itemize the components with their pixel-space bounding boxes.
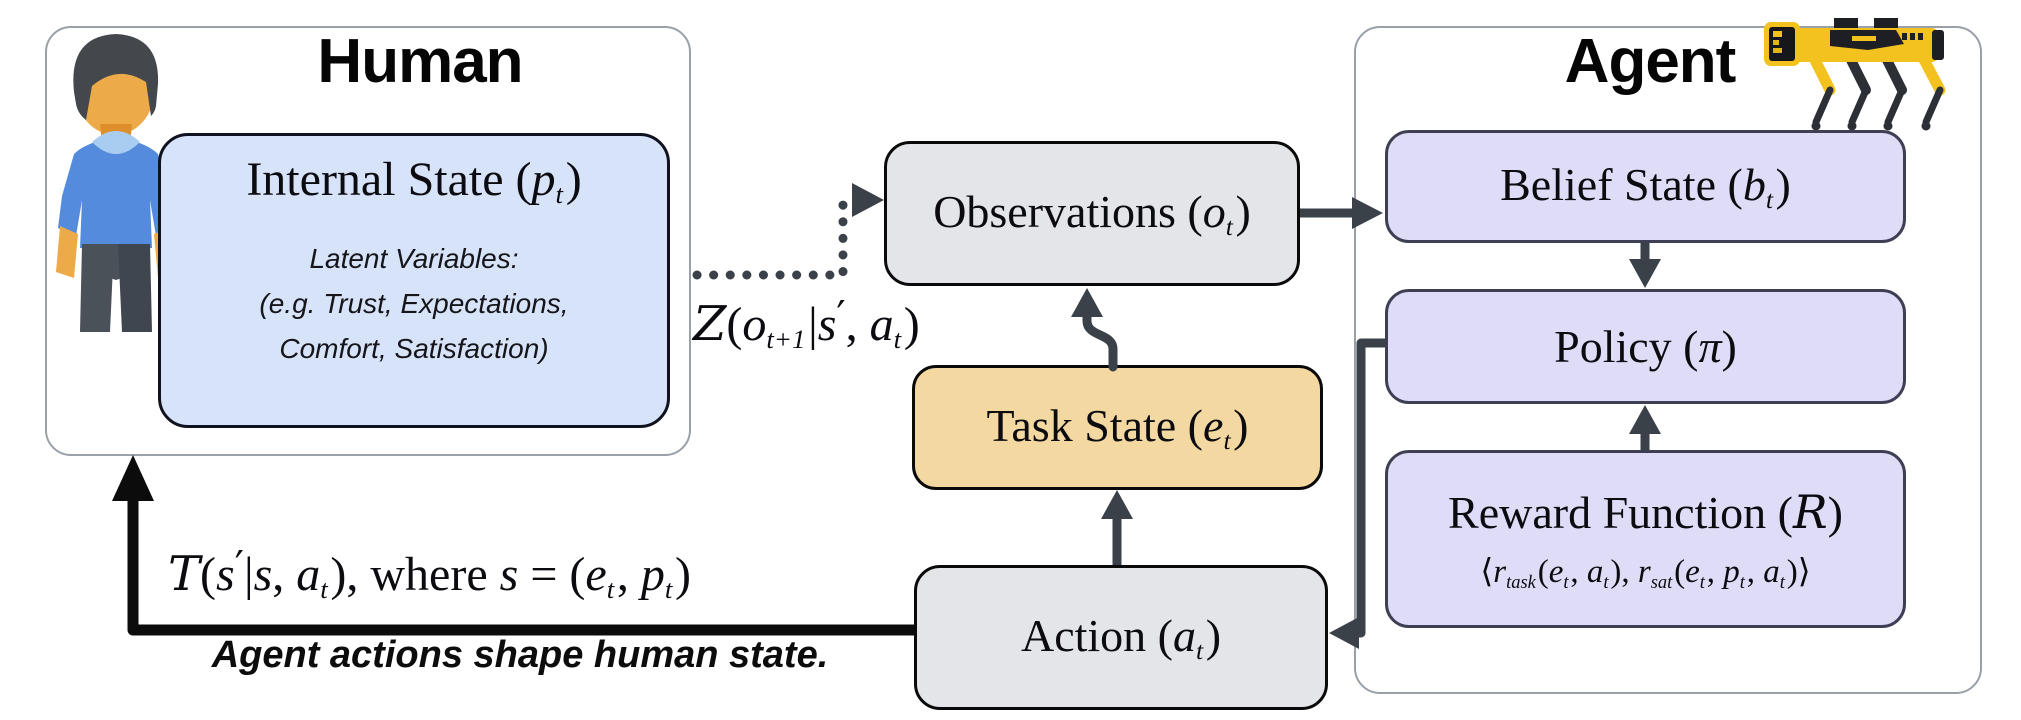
observations-box: Observations (ot) <box>884 141 1300 286</box>
reward-function-formula: ⟨rtask(et, at), rsat(et, pt, at)⟩ <box>1480 551 1811 592</box>
policy-box: Policy (π) <box>1385 289 1906 404</box>
policy-to-action-arrow <box>1352 338 1385 638</box>
human-to-observations-arrow <box>692 200 848 280</box>
observation-function-label: Z(ot+1|s′, at) <box>693 292 920 354</box>
action-box: Action (at) <box>914 565 1328 710</box>
human-panel-title: Human <box>317 27 523 96</box>
internal-state-title: Internal State (pt) <box>246 153 582 209</box>
action-title: Action (at) <box>1020 610 1222 665</box>
reward-function-title: Reward Function (R) <box>1448 485 1843 540</box>
task-state-box: Task State (et) <box>912 365 1323 490</box>
caption-agent-actions: Agent actions shape human state. <box>211 634 829 676</box>
observations-title: Observations (ot) <box>933 186 1251 241</box>
action-to-human-arrow <box>127 497 914 636</box>
human-to-observations-arrowhead <box>852 183 884 217</box>
belief-state-box: Belief State (bt) <box>1385 130 1906 243</box>
policy-title: Policy (π) <box>1554 321 1737 372</box>
transition-function-label: T(s′|s, at), where s = (et, pt) <box>168 542 692 604</box>
agent-panel-title: Agent <box>1564 27 1737 96</box>
internal-state-latent-variables: Latent Variables: (e.g. Trust, Expectati… <box>259 242 569 364</box>
spot-robot-icon <box>1764 18 1946 131</box>
task-to-observations-arrow <box>1082 303 1118 372</box>
reward-function-box: Reward Function (R) ⟨rtask(et, at), rsat… <box>1385 450 1906 628</box>
internal-state-box: Internal State (pt) Latent Variables: (e… <box>158 133 670 428</box>
task-state-title: Task State (et) <box>986 400 1249 455</box>
belief-state-title: Belief State (bt) <box>1500 159 1791 214</box>
